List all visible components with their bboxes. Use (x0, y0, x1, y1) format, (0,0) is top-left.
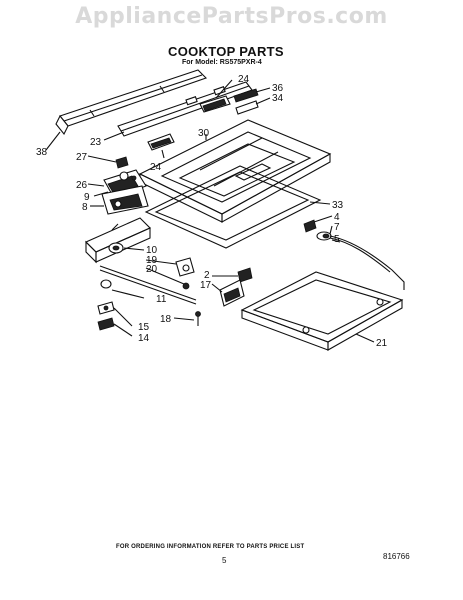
callout-21: 21 (376, 338, 388, 349)
callout-30: 30 (198, 128, 210, 139)
part-switch-block-lower (147, 133, 175, 151)
part-bottom-pan (240, 271, 404, 351)
document-number: 816766 (383, 552, 410, 561)
callout-11: 11 (156, 294, 167, 305)
part-clip-14 (97, 317, 115, 331)
part-switch-34 (235, 100, 259, 115)
part-clip-15 (97, 301, 115, 315)
callout-14: 14 (138, 333, 150, 344)
callout-34: 34 (272, 93, 284, 104)
part-screw-18 (195, 311, 201, 326)
callout-36: 36 (272, 83, 284, 94)
callout-38: 38 (36, 147, 48, 158)
part-terminal-4 (303, 219, 317, 233)
part-back-trim-strip (55, 69, 208, 136)
part-clip-27 (115, 156, 129, 169)
part-connector-7 (316, 231, 332, 241)
callout-4: 4 (334, 212, 340, 223)
callout-24-upper: 24 (238, 74, 250, 85)
part-element-rod (99, 265, 197, 305)
diagram-title: COOKTOP PARTS (168, 44, 284, 59)
callout-8: 8 (82, 202, 88, 213)
callout-9: 9 (84, 192, 90, 203)
callout-5: 5 (334, 234, 340, 245)
callout-20: 20 (146, 264, 158, 275)
callout-23: 23 (90, 137, 102, 148)
part-wire-5 (329, 235, 405, 290)
callout-24-lower: 24 (150, 162, 162, 173)
callout-17: 17 (200, 280, 212, 291)
part-gasket (144, 165, 322, 249)
page-number: 5 (222, 556, 227, 565)
part-switch-36 (233, 88, 259, 103)
part-bracket-2 (237, 267, 253, 283)
part-receptacle-10 (108, 242, 124, 254)
callout-15: 15 (138, 322, 150, 333)
callout-26: 26 (76, 180, 88, 191)
callout-10: 10 (146, 245, 158, 256)
part-bracket (101, 185, 149, 215)
callout-labels: 38 27 23 24 24 36 34 30 26 9 8 33 4 7 5 … (36, 74, 388, 349)
part-bracket-17 (219, 279, 245, 307)
part-switch-block-upper (199, 95, 231, 113)
watermark: AppliancePartsPros.com (75, 4, 388, 29)
callout-18: 18 (160, 314, 172, 325)
model-subtitle: For Model: RS575PXR-4 (182, 59, 262, 66)
callout-19: 19 (146, 255, 158, 266)
callout-33: 33 (332, 200, 344, 211)
callout-7: 7 (334, 222, 340, 233)
part-rod-end-11 (100, 279, 112, 289)
ordering-info-footer: FOR ORDERING INFORMATION REFER TO PARTS … (116, 544, 305, 550)
part-clip-20 (182, 282, 190, 290)
leader-lines (45, 79, 375, 343)
callout-27: 27 (76, 152, 88, 163)
part-burner-box (85, 217, 151, 264)
callout-2: 2 (204, 270, 210, 281)
part-bracket-19 (175, 257, 195, 277)
